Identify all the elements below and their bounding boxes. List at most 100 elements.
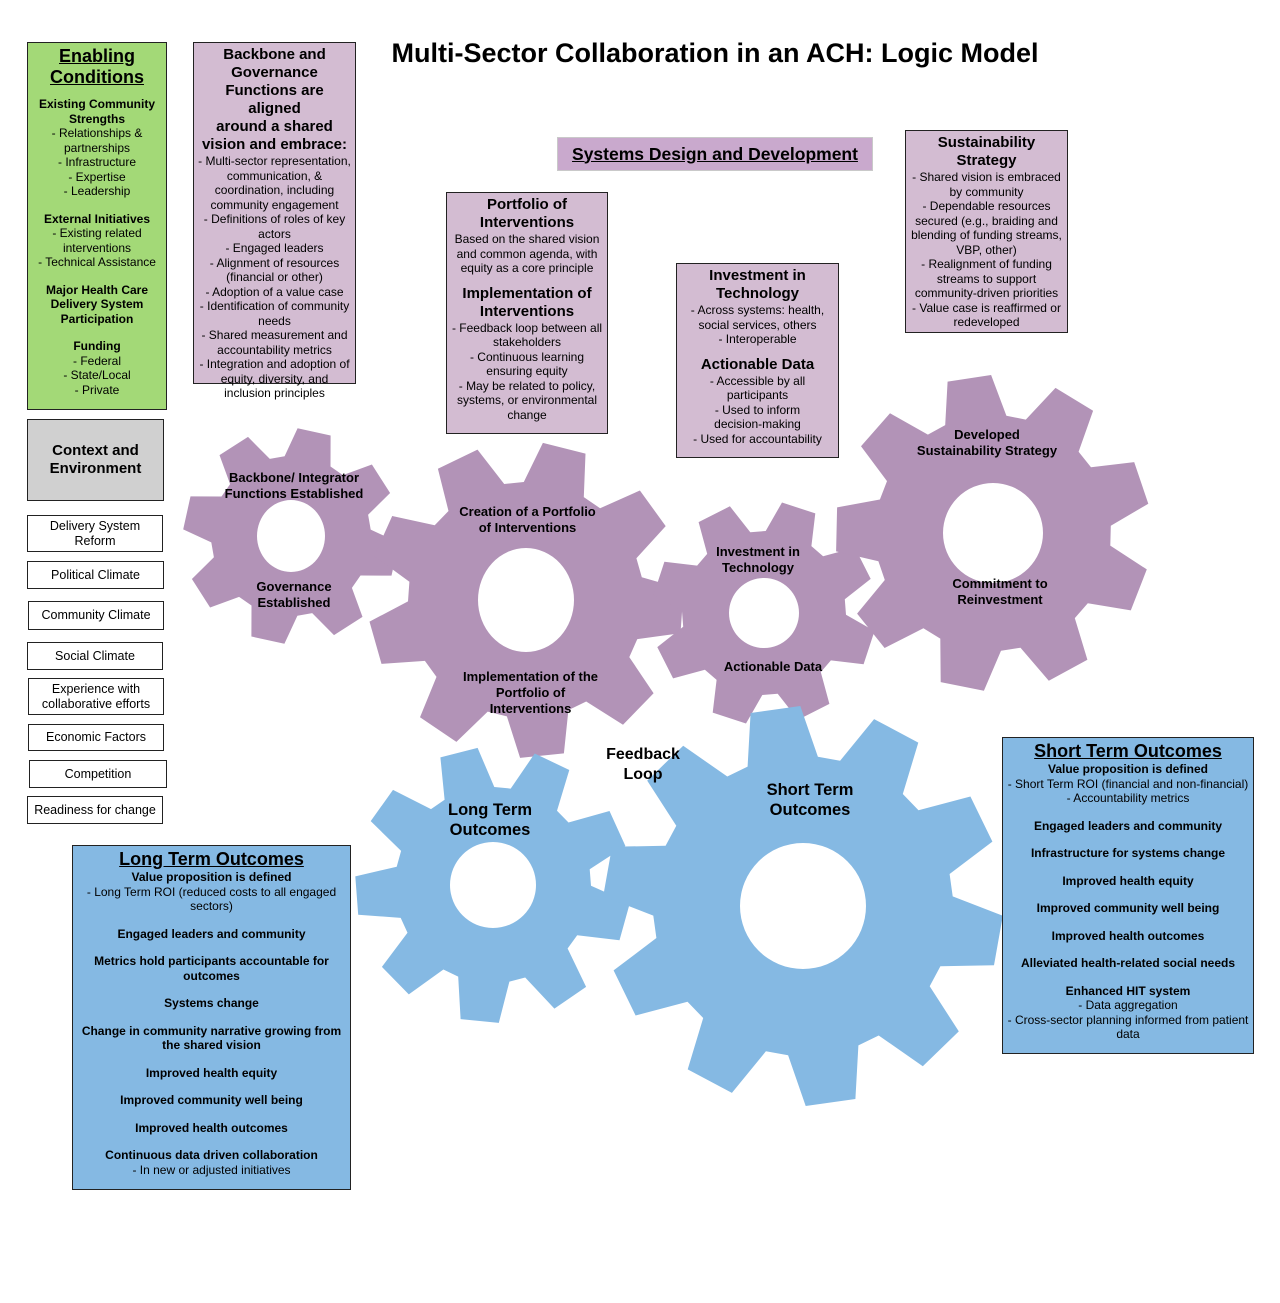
box-text: by community — [949, 184, 1024, 199]
box-text: redeveloped — [953, 315, 1020, 329]
box-text: - Continuous learning — [469, 349, 585, 364]
box-heading: Strategy — [956, 152, 1017, 169]
gear-label-line: of Interventions — [478, 520, 577, 535]
outcome-item: Enhanced HIT system — [1065, 983, 1191, 998]
group-title: Major Health Care — [45, 282, 149, 297]
box-text: participants — [726, 388, 789, 402]
outcome-detail: sectors) — [190, 899, 233, 913]
list-item: (financial or other) — [226, 270, 323, 284]
gear-label-line: Short Term — [766, 781, 854, 799]
gear-label-line: Functions Established — [224, 486, 364, 501]
box-heading: Backbone and — [223, 46, 326, 63]
gear-label-line: Interventions — [489, 701, 572, 716]
gear-label-line: Long Term — [447, 801, 533, 819]
box-text: VBP, other) — [956, 242, 1017, 257]
context-heading: Environment — [49, 460, 142, 477]
box-heading: Interventions — [479, 214, 575, 231]
box-text: - Dependable resources — [922, 199, 1051, 213]
box-heading: Implementation of — [462, 284, 592, 302]
gear-label-line: Sustainability Strategy — [916, 443, 1058, 458]
gear-label-implementation: Implementation of the Portfolio of Inter… — [443, 669, 618, 717]
box-heading: vision and embrace: — [201, 136, 348, 153]
box-heading: around a shared — [216, 118, 333, 135]
context-item-label: Social Climate — [55, 648, 135, 663]
box-text: - Realignment of funding — [921, 257, 1052, 271]
box-text: decision-making — [714, 417, 801, 431]
list-item: - Expertise — [68, 169, 126, 184]
box-heading: Sustainability — [937, 134, 1036, 151]
box-heading: Short Term Outcomes — [1034, 741, 1222, 761]
box-text: equity as a core principle — [460, 261, 594, 275]
list-item: actors — [258, 226, 291, 241]
list-item: - Relationships & — [51, 126, 143, 140]
enabling-conditions-box: Enabling Conditions Existing Community S… — [27, 42, 167, 410]
list-item: interventions — [62, 240, 132, 255]
group-title: Strengths — [68, 111, 125, 126]
outcome-detail: - Data aggregation — [1078, 998, 1178, 1012]
box-heading: Investment in — [709, 267, 806, 284]
group-title: Existing Community — [38, 97, 155, 111]
group-title: External Initiatives — [43, 211, 151, 226]
short-term-outcomes-box: Short Term Outcomes Value proposition is… — [1002, 737, 1254, 1054]
outcome-detail: - In new or adjusted initiatives — [132, 1162, 291, 1177]
box-text: social services, others — [698, 317, 817, 332]
box-text: - Feedback loop between all — [451, 320, 603, 335]
page-title: Multi-Sector Collaboration in an ACH: Lo… — [391, 38, 1039, 68]
long-term-outcomes-box: Long Term Outcomes Value proposition is … — [72, 845, 351, 1190]
outcome-item: the shared vision — [162, 1038, 261, 1052]
outcome-item: Improved community well being — [1036, 901, 1220, 915]
gear-label-creation-portfolio: Creation of a Portfolio of Interventions — [440, 504, 615, 536]
outcome-item: Engaged leaders and community — [117, 926, 306, 941]
gear-label-line: Actionable Data — [723, 659, 823, 674]
list-item: - Alignment of resources — [209, 255, 340, 270]
sustainability-gear — [836, 375, 1149, 691]
technology-gear — [653, 502, 875, 724]
outcome-item: Improved community well being — [120, 1093, 303, 1107]
box-text: secured (e.g., braiding and — [915, 213, 1058, 228]
context-item-collaborative-experience: Experience with collaborative efforts — [28, 678, 164, 715]
outcome-item: Improved health outcomes — [1051, 928, 1205, 943]
systems-design-banner: Systems Design and Development — [557, 137, 873, 171]
gear-label-line: Technology — [722, 560, 794, 575]
gear-label-line: Governance — [256, 579, 332, 594]
context-item-community-climate: Community Climate — [28, 601, 164, 630]
outcome-item: Engaged leaders and community — [1033, 818, 1223, 833]
group-title: Participation — [60, 311, 134, 326]
box-text: - Interoperable — [718, 332, 797, 346]
box-heading: Technology — [715, 285, 800, 302]
outcome-item: Systems change — [164, 996, 259, 1010]
list-item: - State/Local — [63, 368, 131, 382]
list-item: - Definitions of roles of key — [203, 212, 346, 226]
outcome-item: Change in community narrative growing fr… — [81, 1023, 342, 1038]
list-item: community engagement — [210, 197, 339, 212]
context-item-label: Political Climate — [51, 567, 140, 582]
box-text: - Used for accountability — [693, 431, 822, 446]
outcome-detail: - Accountability metrics — [1066, 791, 1190, 805]
context-item-political-climate: Political Climate — [27, 561, 164, 589]
list-item: - Integration and adoption of — [199, 357, 350, 371]
gear-label-sustainability: Developed Sustainability Strategy — [897, 427, 1077, 459]
context-heading: Context and — [52, 442, 139, 459]
context-environment-box: Context and Environment — [27, 419, 164, 501]
outcome-item: Value proposition is defined — [131, 870, 292, 884]
box-text: - Value case is reaffirmed or — [912, 300, 1061, 315]
list-item: equity, diversity, and — [220, 371, 329, 386]
list-item: needs — [258, 313, 291, 328]
context-item-label: Experience with — [51, 682, 141, 696]
gear-label-line: Commitment to — [952, 576, 1048, 591]
box-heading: Governance — [231, 64, 318, 81]
gear-label-line: Outcomes — [449, 821, 531, 839]
list-item: communication, & — [226, 168, 323, 183]
context-item-readiness-for-change: Readiness for change — [27, 796, 163, 824]
outcome-item: Value proposition is defined — [1047, 762, 1209, 776]
box-text: and common agenda, with — [456, 246, 598, 261]
gear-label-actionable-data: Actionable Data — [703, 659, 843, 675]
box-text: - Across systems: health, — [690, 303, 825, 317]
gear-label-governance: Governance Established — [214, 579, 374, 611]
feedback-line: Feedback — [606, 746, 680, 763]
list-item: - Federal — [72, 353, 122, 368]
gear-label-line: Outcomes — [769, 801, 851, 819]
context-item-delivery-system-reform: Delivery System Reform — [27, 515, 163, 552]
outcome-item: Improved health equity — [145, 1065, 278, 1080]
